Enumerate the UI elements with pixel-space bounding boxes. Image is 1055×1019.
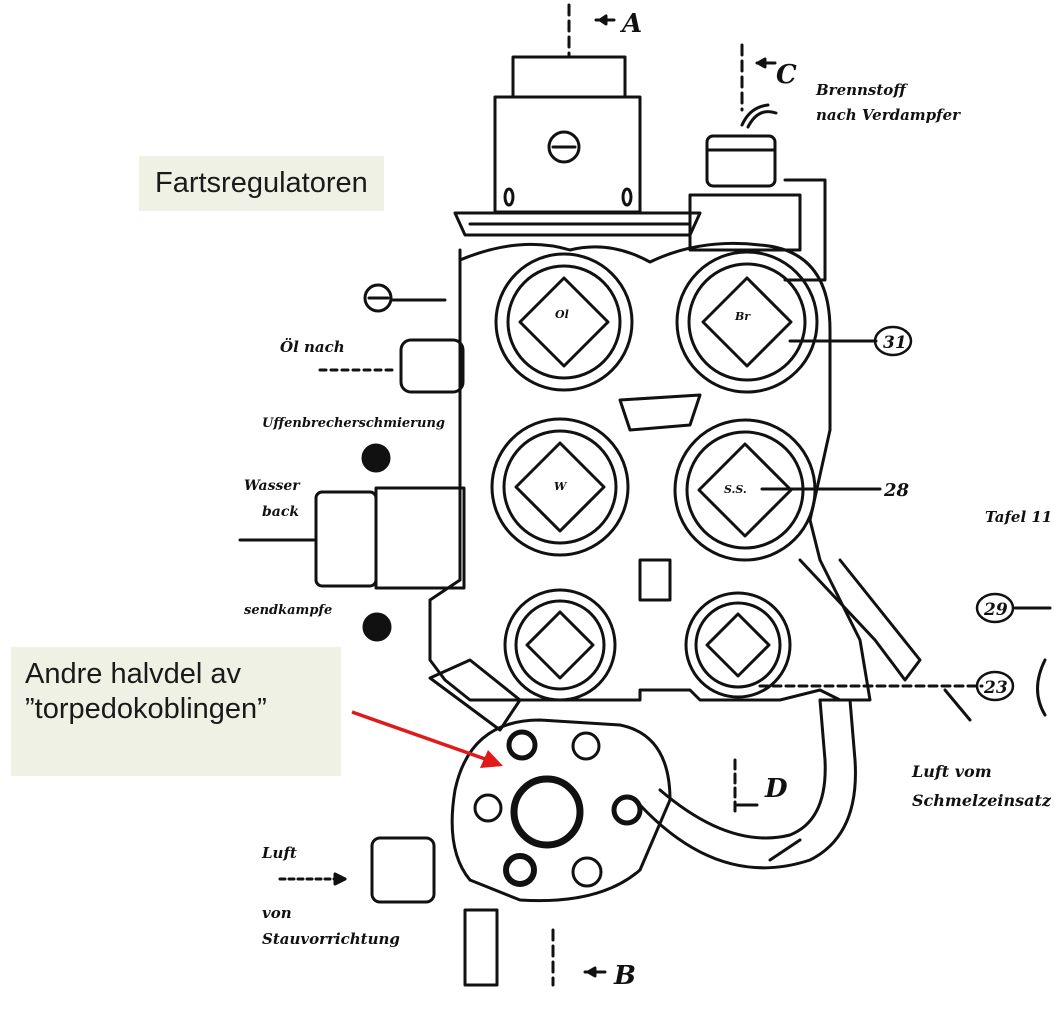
drain-stub bbox=[463, 908, 499, 987]
wasser-label-line2: back bbox=[262, 504, 299, 520]
ref-28: 28 bbox=[883, 480, 910, 501]
wasser-label: Wasser bbox=[244, 478, 301, 494]
oil-outlet-fitting bbox=[318, 338, 465, 394]
section-b-label: B bbox=[613, 961, 636, 991]
pipe-arrow bbox=[768, 838, 802, 862]
luft-left-label-line2: von bbox=[262, 904, 292, 922]
section-line-b bbox=[551, 928, 607, 987]
callout-line-1: Andre halvdel av bbox=[25, 658, 242, 690]
water-fitting bbox=[238, 486, 466, 590]
pipe-diagonal bbox=[798, 558, 922, 682]
mark-symbol bbox=[363, 283, 447, 313]
callout-line-2: ”torpedokoblingen” bbox=[25, 693, 267, 726]
valve-lower-left bbox=[503, 588, 617, 702]
section-c-label: C bbox=[776, 60, 797, 90]
uffenbrecher-label: Uffenbrecherschmierung bbox=[262, 416, 445, 431]
partial-circle-right bbox=[1036, 658, 1047, 717]
annotation-arrow bbox=[351, 710, 503, 768]
brennstoff-label: Brennstoff bbox=[815, 81, 908, 99]
valve-ss bbox=[673, 418, 817, 562]
fuel-connector bbox=[688, 134, 827, 282]
valve-ol-label: Ol bbox=[555, 308, 569, 321]
valve-w bbox=[490, 417, 630, 557]
tafel-label: Tafel 11 bbox=[985, 508, 1052, 526]
section-a-label: A bbox=[619, 9, 642, 39]
valve-br bbox=[675, 250, 819, 394]
luft-left-label: Luft bbox=[261, 844, 297, 862]
bent-pipe bbox=[638, 698, 857, 870]
plug-dot-upper bbox=[361, 443, 391, 473]
section-line-d bbox=[733, 758, 759, 814]
luft-right-label: Luft vom bbox=[911, 762, 992, 781]
valve-ol bbox=[494, 252, 634, 392]
section-d-label: D bbox=[764, 774, 788, 804]
oel-nach-label: Öl nach bbox=[280, 337, 345, 356]
regulator-body-outline bbox=[428, 241, 872, 702]
air-inlet-fitting bbox=[278, 836, 436, 904]
ref-23: 23 bbox=[983, 678, 1008, 698]
top-cap-housing bbox=[453, 55, 702, 237]
plug-dot-lower bbox=[362, 612, 392, 642]
annotation-callout: Andre halvdel av ”torpedokoblingen” bbox=[11, 647, 341, 776]
section-line-a bbox=[567, 3, 616, 57]
body-web-lower bbox=[638, 558, 672, 602]
ref-31: 31 bbox=[883, 333, 907, 353]
brennstoff-label-line2: nach Verdampfer bbox=[816, 106, 961, 124]
luft-right-label-line2: Schmelzeinsatz bbox=[912, 791, 1052, 810]
ref-29: 29 bbox=[983, 600, 1008, 620]
torpedo-coupling-flange bbox=[450, 718, 672, 903]
section-line-c bbox=[740, 43, 778, 129]
valve-lower-right bbox=[684, 591, 792, 699]
title-text: Fartsregulatoren bbox=[155, 167, 368, 199]
valve-br-label: Br bbox=[734, 310, 751, 323]
sendkampfer-label: sendkampfe bbox=[244, 603, 332, 618]
valve-w-label: W bbox=[554, 480, 568, 493]
air-arrow-right bbox=[943, 688, 972, 722]
page-title: Fartsregulatoren bbox=[139, 156, 384, 212]
luft-left-label-line3: Stauvorrichtung bbox=[262, 930, 400, 948]
valve-ss-label: S.S. bbox=[724, 483, 747, 496]
angled-nipple bbox=[428, 658, 522, 732]
body-web bbox=[618, 393, 702, 432]
